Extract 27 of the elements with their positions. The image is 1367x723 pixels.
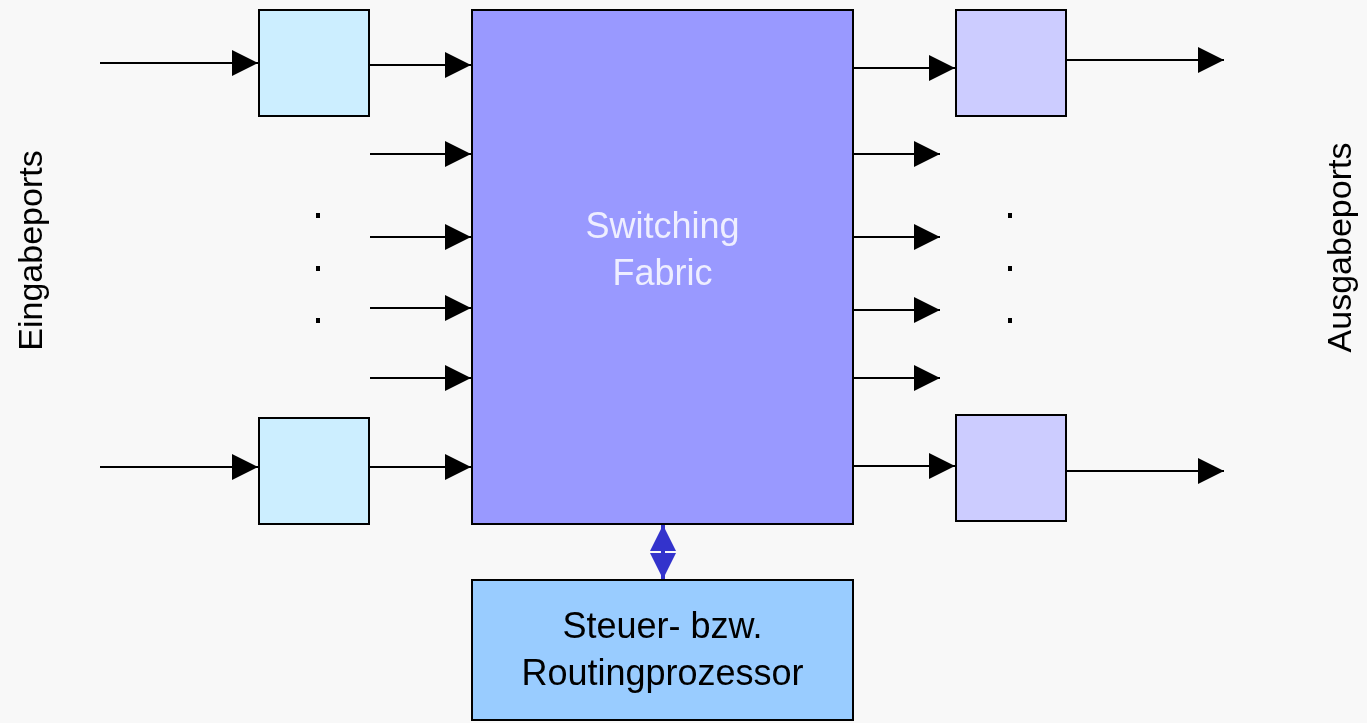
side-label: Ausgabeports <box>1320 142 1360 352</box>
arrow <box>853 55 956 81</box>
input-port-box <box>258 417 370 525</box>
side-label: Eingabeports <box>10 149 50 351</box>
arrow <box>1066 458 1225 484</box>
arrow <box>650 525 676 579</box>
arrow <box>369 141 472 167</box>
arrow <box>99 50 259 76</box>
arrow <box>853 365 941 391</box>
box-label: Steuer- bzw. Routingprozessor <box>520 604 805 695</box>
output-port-box <box>955 9 1067 117</box>
box-title: Switching Fabric <box>584 204 741 295</box>
arrow <box>853 224 941 250</box>
arrow <box>1066 47 1225 73</box>
arrow <box>99 454 259 480</box>
switching-fabric-box <box>471 9 854 525</box>
arrow <box>369 52 472 78</box>
processor-box <box>471 579 854 721</box>
arrow <box>853 141 941 167</box>
arrow <box>853 453 956 479</box>
input-port-box <box>258 9 370 117</box>
output-port-box <box>955 414 1067 522</box>
arrow <box>369 454 472 480</box>
arrow <box>369 365 472 391</box>
arrow <box>853 297 941 323</box>
arrow <box>369 295 472 321</box>
arrow <box>369 224 472 250</box>
